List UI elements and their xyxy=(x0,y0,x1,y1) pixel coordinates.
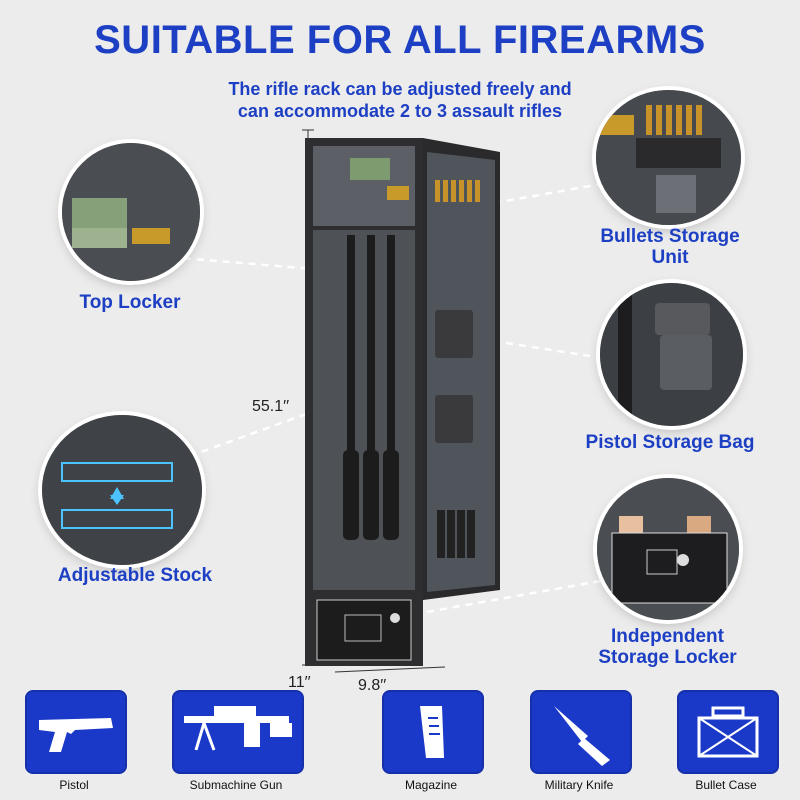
military-knife-icon xyxy=(554,706,610,766)
storage-locker-label: Independent Storage Locker xyxy=(580,626,755,668)
subheadline: The rifle rack can be adjusted freely an… xyxy=(150,78,650,122)
military-knife-label: Military Knife xyxy=(544,778,614,792)
storage-locker-label-line-2: Storage Locker xyxy=(598,647,737,668)
storage-locker-detail-image xyxy=(597,478,739,620)
magazine-icon xyxy=(420,706,444,758)
bullets-storage-label: Bullets Storage Unit xyxy=(580,226,760,268)
pistol-label: Pistol xyxy=(59,778,89,792)
bullet-case-tile xyxy=(677,690,779,774)
bullets-storage-label-line-2: Unit xyxy=(651,247,689,268)
magazine-tile xyxy=(382,690,484,774)
magazine-label: Magazine xyxy=(404,778,458,792)
gun-safe-cabinet xyxy=(305,138,500,666)
adjustable-stock-label: Adjustable Stock xyxy=(57,565,213,586)
bullet-case-label: Bullet Case xyxy=(695,778,757,792)
military-knife-tile xyxy=(530,690,632,774)
submachine-gun-icon xyxy=(184,706,292,751)
pistol-bag-detail-image xyxy=(600,283,743,426)
subheadline-line-1: The rifle rack can be adjusted freely an… xyxy=(228,79,572,99)
bullets-storage-label-line-1: Bullets Storage xyxy=(600,226,740,247)
submachine-gun-label: Submachine Gun xyxy=(189,778,283,792)
bullets-storage-detail-image xyxy=(596,90,741,225)
height-dimension: 55.1′′ xyxy=(252,398,290,415)
pistol-tile xyxy=(25,690,127,774)
depth-dimension: 11′′ xyxy=(288,674,311,691)
bullet-case-icon xyxy=(697,706,759,758)
width-dimension-line xyxy=(334,666,446,673)
width-dimension: 9.8′′ xyxy=(358,677,387,694)
pistol-icon xyxy=(39,718,113,752)
pistol-bag-label: Pistol Storage Bag xyxy=(585,432,755,453)
headline: SUITABLE FOR ALL FIREARMS xyxy=(94,18,706,62)
top-locker-detail-image xyxy=(62,143,200,281)
adjustable-stock-detail-image xyxy=(42,415,202,565)
submachine-gun-tile xyxy=(172,690,304,774)
subheadline-line-2: can accommodate 2 to 3 assault rifles xyxy=(237,101,563,121)
top-locker-label: Top Locker xyxy=(79,292,181,313)
storage-locker-label-line-1: Independent xyxy=(611,626,724,647)
height-dimension-line xyxy=(302,129,314,666)
